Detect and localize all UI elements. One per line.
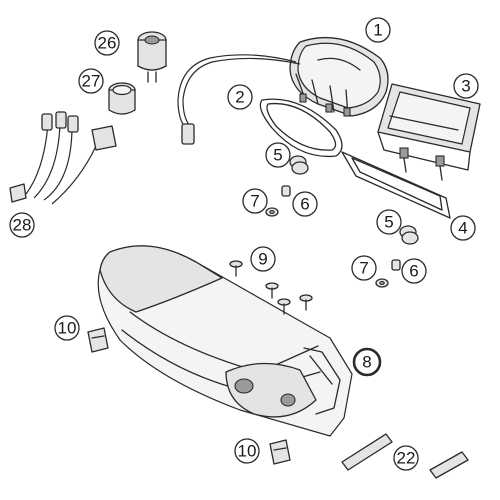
power-socket-part[interactable] <box>137 31 167 83</box>
callout-8-ring <box>352 347 382 377</box>
speedometer-gasket-part[interactable] <box>259 98 343 158</box>
rubber-grommet-part-upper[interactable] <box>289 155 309 175</box>
callout-5-lower-label: 5 <box>384 213 393 232</box>
instrument-cluster-part[interactable] <box>377 83 481 181</box>
callout-7-upper[interactable]: 7 <box>242 188 268 214</box>
callout-26[interactable]: 26 <box>94 30 120 56</box>
nut-part-upper[interactable] <box>265 207 279 217</box>
support-rod-part[interactable] <box>341 433 469 479</box>
callout-4-label: 4 <box>458 219 467 238</box>
callout-5-upper[interactable]: 5 <box>265 142 291 168</box>
callout-9[interactable]: 9 <box>250 246 276 272</box>
callout-10-lower[interactable]: 10 <box>234 438 260 464</box>
callout-28[interactable]: 28 <box>9 212 35 238</box>
callout-27-label: 27 <box>82 72 101 91</box>
screw-part-2[interactable] <box>265 282 279 299</box>
spring-clip-part-upper[interactable] <box>87 327 109 353</box>
callout-6-lower-label: 6 <box>409 262 418 281</box>
callout-4[interactable]: 4 <box>450 215 476 241</box>
callout-3-label: 3 <box>461 77 470 96</box>
headlight-mask-part[interactable] <box>97 245 353 437</box>
cluster-gasket-part[interactable] <box>341 151 451 219</box>
callout-26-label: 26 <box>98 34 117 53</box>
rubber-grommet-part-lower[interactable] <box>399 225 419 245</box>
callout-10-upper[interactable]: 10 <box>54 315 80 341</box>
nut-part-lower[interactable] <box>375 278 389 288</box>
callout-3[interactable]: 3 <box>453 73 479 99</box>
callout-1[interactable]: 1 <box>365 17 391 43</box>
callout-9-label: 9 <box>258 250 267 269</box>
screw-part-1[interactable] <box>229 260 243 277</box>
speedometer-wire <box>177 54 301 145</box>
screw-part-3[interactable] <box>277 298 291 315</box>
spacer-bushing-part-upper[interactable] <box>281 185 291 197</box>
spacer-bushing-part-lower[interactable] <box>391 259 401 271</box>
callout-7-lower-label: 7 <box>359 259 368 278</box>
screw-part-4[interactable] <box>299 294 313 311</box>
callout-27[interactable]: 27 <box>78 68 104 94</box>
callout-6-lower[interactable]: 6 <box>401 258 427 284</box>
callout-2-label: 2 <box>235 88 244 107</box>
callout-28-label: 28 <box>13 216 32 235</box>
callout-6-upper[interactable]: 6 <box>292 191 318 217</box>
callout-2[interactable]: 2 <box>227 84 253 110</box>
callout-5-lower[interactable]: 5 <box>376 209 402 235</box>
speedometer-part[interactable] <box>289 36 389 117</box>
callout-5-upper-label: 5 <box>273 146 282 165</box>
callout-1-label: 1 <box>373 21 382 40</box>
callout-22-label: 22 <box>397 449 416 468</box>
callout-8-label: 8 <box>362 353 371 372</box>
callout-10-lower-label: 10 <box>238 442 257 461</box>
callout-8[interactable]: 8 <box>352 347 382 377</box>
socket-cap-part[interactable] <box>108 82 136 115</box>
callout-7-upper-label: 7 <box>250 192 259 211</box>
callout-10-upper-label: 10 <box>58 319 77 338</box>
callout-7-lower[interactable]: 7 <box>351 255 377 281</box>
wiring-harness-part[interactable] <box>9 111 117 205</box>
callout-6-upper-label: 6 <box>300 195 309 214</box>
spring-clip-part-lower[interactable] <box>269 439 291 465</box>
callout-22[interactable]: 22 <box>393 445 419 471</box>
